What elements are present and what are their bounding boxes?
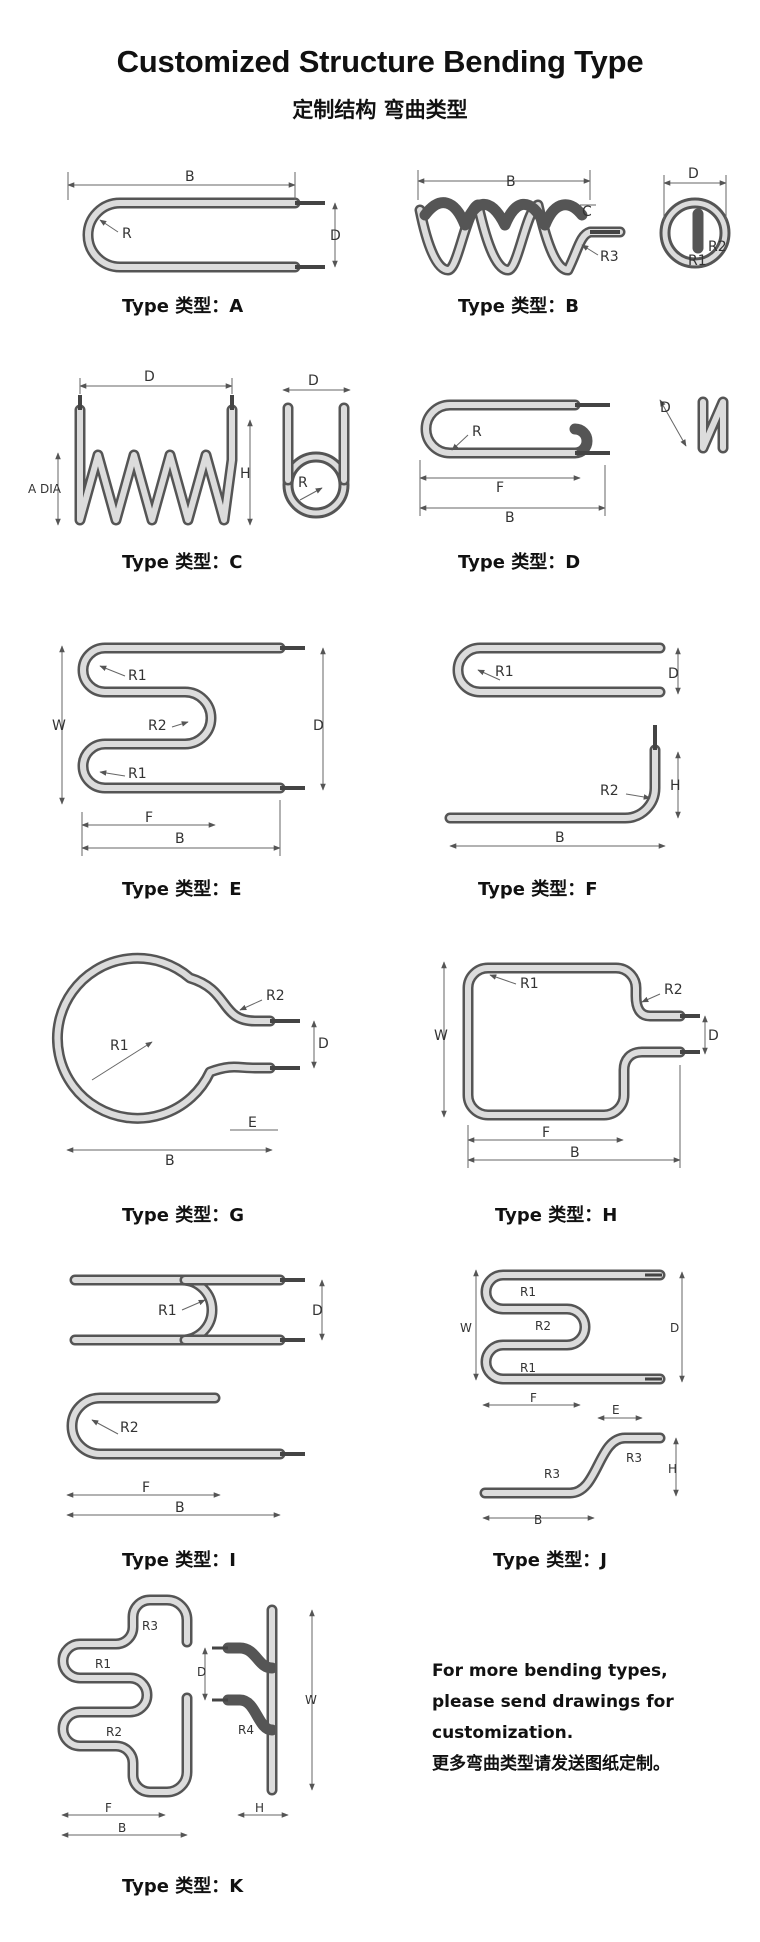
dim-label: R1 <box>128 668 147 684</box>
diagram-type-e: W R1 R2 R1 D F B <box>52 642 326 856</box>
dim-label: E <box>612 1403 620 1417</box>
dim-label: R3 <box>544 1467 560 1481</box>
dim-label: D <box>144 369 155 385</box>
dim-label: R4 <box>238 1723 254 1737</box>
diagram-type-d: R F B D <box>419 396 729 526</box>
dim-label: R3 <box>600 249 619 265</box>
dim-label: D <box>330 228 341 244</box>
dim-label: R1 <box>128 766 147 782</box>
diagram-type-a: B R D <box>67 169 341 273</box>
dim-label: R1 <box>520 1361 536 1375</box>
dim-label: R1 <box>688 253 707 269</box>
type-label-a: Type 类型：A <box>122 296 244 317</box>
type-label-g: Type 类型：G <box>122 1205 245 1226</box>
dim-label: R2 <box>664 982 683 998</box>
dim-label: R1 <box>95 1657 111 1671</box>
page-subtitle: 定制结构 弯曲类型 <box>292 98 468 122</box>
type-label-b: Type 类型：B <box>458 296 579 317</box>
dim-label: R1 <box>520 1285 536 1299</box>
dim-label: D <box>313 718 324 734</box>
dim-label: W <box>52 718 66 734</box>
diagram-type-g: R1 R2 D E B <box>51 952 329 1169</box>
type-label-d: Type 类型：D <box>458 552 581 573</box>
dim-label: D <box>197 1665 206 1679</box>
dim-label: B <box>505 510 515 526</box>
dim-label: D <box>668 666 679 682</box>
note-line: customization. <box>432 1723 574 1743</box>
dim-label: F <box>496 480 504 496</box>
dim-label: R2 <box>708 239 727 255</box>
dim-label: F <box>530 1391 537 1405</box>
dim-label: D <box>688 166 699 182</box>
dim-label: H <box>668 1462 677 1476</box>
dim-label: D <box>670 1321 679 1335</box>
dim-label: R2 <box>535 1319 551 1333</box>
dim-label: E <box>248 1115 257 1131</box>
diagram-type-f: D R1 H R2 B <box>444 642 681 849</box>
type-label-h: Type 类型：H <box>495 1205 618 1226</box>
dim-label: W <box>305 1693 317 1707</box>
diagram-type-j: W R1 R2 R1 D F E R3 R3 H B <box>460 1269 685 1527</box>
dim-label: R1 <box>158 1303 177 1319</box>
dim-label: B <box>506 174 516 190</box>
dim-label: B <box>118 1821 126 1835</box>
dim-label: R <box>298 475 308 491</box>
dim-label: F <box>142 1480 150 1496</box>
dim-label: B <box>555 830 565 846</box>
dim-label: D <box>318 1036 329 1052</box>
dim-label: H <box>255 1801 264 1815</box>
customization-note: For more bending types, please send draw… <box>432 1656 752 1780</box>
dim-label: R1 <box>495 664 514 680</box>
note-line: 更多弯曲类型请发送图纸定制。 <box>432 1754 670 1774</box>
dim-label: B <box>570 1145 580 1161</box>
dim-label: B <box>534 1513 542 1527</box>
diagram-type-c: D A DIA H D R <box>28 369 351 526</box>
dim-label: D <box>308 373 319 389</box>
dim-label: B <box>175 831 185 847</box>
dim-label: F <box>105 1801 112 1815</box>
type-label-f: Type 类型：F <box>478 879 598 900</box>
page-title: Customized Structure Bending Type <box>116 44 644 79</box>
dim-label: D <box>708 1028 719 1044</box>
dim-label: B <box>185 169 195 185</box>
dim-label: D <box>312 1303 323 1319</box>
dim-label: H <box>240 466 251 482</box>
dim-label: R2 <box>600 783 619 799</box>
dim-label: R2 <box>266 988 285 1004</box>
dim-label: C <box>582 204 592 220</box>
dim-label: R2 <box>148 718 167 734</box>
diagram-type-h: W R1 R2 D F B <box>434 961 719 1168</box>
dim-label: B <box>175 1500 185 1516</box>
note-line: please send drawings for <box>432 1692 674 1712</box>
diagram-type-i: R1 D R2 F B <box>66 1274 325 1518</box>
diagram-type-k: R3 R1 R2 D R4 W F B H <box>57 1594 317 1838</box>
dim-label: R1 <box>520 976 539 992</box>
type-label-e: Type 类型：E <box>122 879 242 900</box>
dim-label: R3 <box>142 1619 158 1633</box>
type-label-i: Type 类型：I <box>122 1550 236 1571</box>
dim-label: F <box>145 810 153 826</box>
type-label-j: Type 类型：J <box>493 1550 607 1571</box>
dim-label: D <box>660 400 671 416</box>
dim-label: R2 <box>120 1420 139 1436</box>
diagram-type-b: B C R3 D R1 R2 <box>414 166 731 276</box>
dim-label: R <box>122 226 132 242</box>
dim-label: R3 <box>626 1451 642 1465</box>
note-line: For more bending types, <box>432 1661 668 1681</box>
dim-label: R1 <box>110 1038 129 1054</box>
dim-label: B <box>165 1153 175 1169</box>
dim-label: R <box>472 424 482 440</box>
dim-label: A DIA <box>28 482 62 496</box>
dim-label: W <box>460 1321 472 1335</box>
type-label-k: Type 类型：K <box>122 1876 244 1897</box>
dim-label: F <box>542 1125 550 1141</box>
dim-label: W <box>434 1028 448 1044</box>
dim-label: R2 <box>106 1725 122 1739</box>
dim-label: H <box>670 778 681 794</box>
type-label-c: Type 类型：C <box>122 552 243 573</box>
